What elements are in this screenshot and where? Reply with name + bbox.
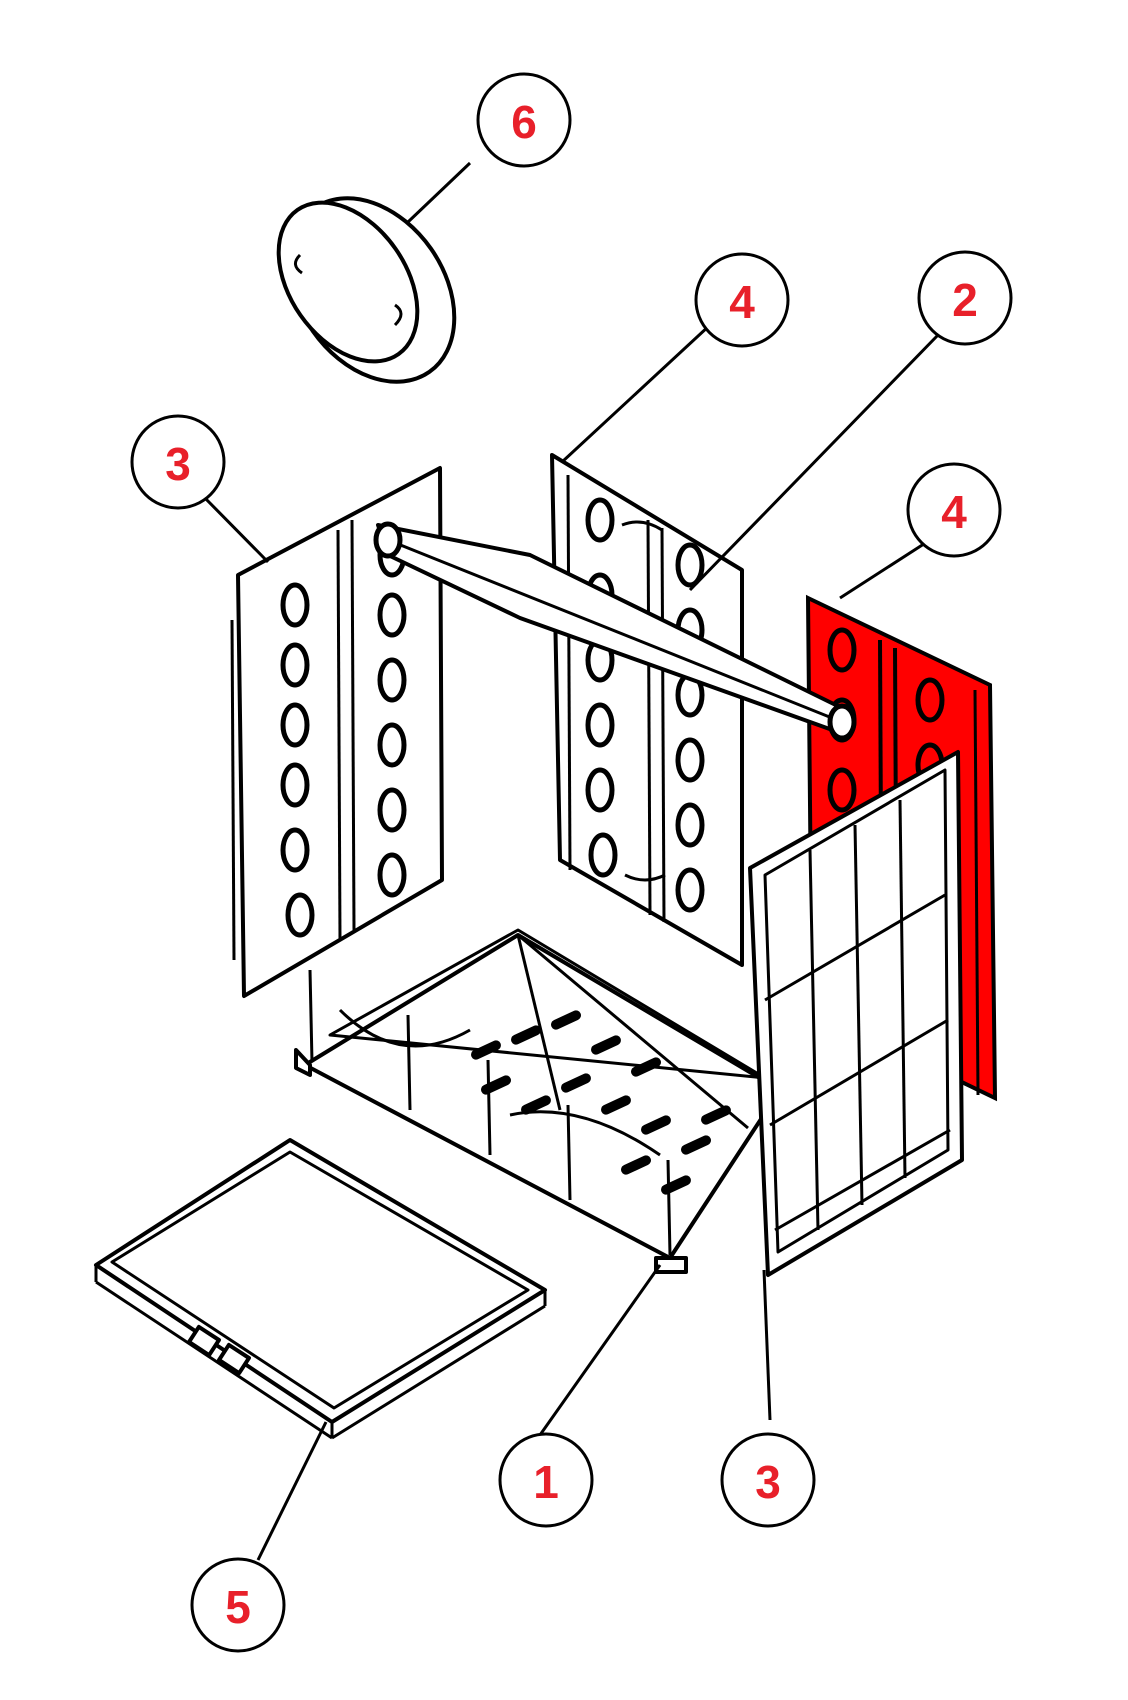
callout-3-bottom: 3 <box>720 1432 816 1528</box>
part-1-grate-base <box>294 928 782 1274</box>
part-3-side-panel-front <box>748 750 964 1277</box>
callout-4-right-label: 4 <box>941 486 967 538</box>
callout-4-top: 4 <box>694 252 790 348</box>
leader-lines <box>200 161 940 1561</box>
callout-2-label: 2 <box>952 274 978 326</box>
callout-6: 6 <box>476 72 572 168</box>
callout-3-bottom-label: 3 <box>755 1456 781 1508</box>
part-4-back-panel-centre <box>550 453 744 967</box>
callout-5: 5 <box>190 1557 286 1653</box>
callout-1-label: 1 <box>533 1456 559 1508</box>
part-2-baffle-bar <box>373 521 857 741</box>
callout-2: 2 <box>917 250 1013 346</box>
callout-4-right: 4 <box>906 462 1002 558</box>
grate-slots <box>471 1010 731 1195</box>
part-3-side-panel-left <box>230 466 444 998</box>
callout-3-left: 3 <box>130 414 226 510</box>
callout-3-left-label: 3 <box>165 438 191 490</box>
callout-6-label: 6 <box>511 96 537 148</box>
part-5-ash-pan <box>94 1138 547 1440</box>
part-6-flue-ring <box>276 196 457 384</box>
callout-1: 1 <box>498 1432 594 1528</box>
callout-4-top-label: 4 <box>729 276 755 328</box>
callout-5-label: 5 <box>225 1581 251 1633</box>
